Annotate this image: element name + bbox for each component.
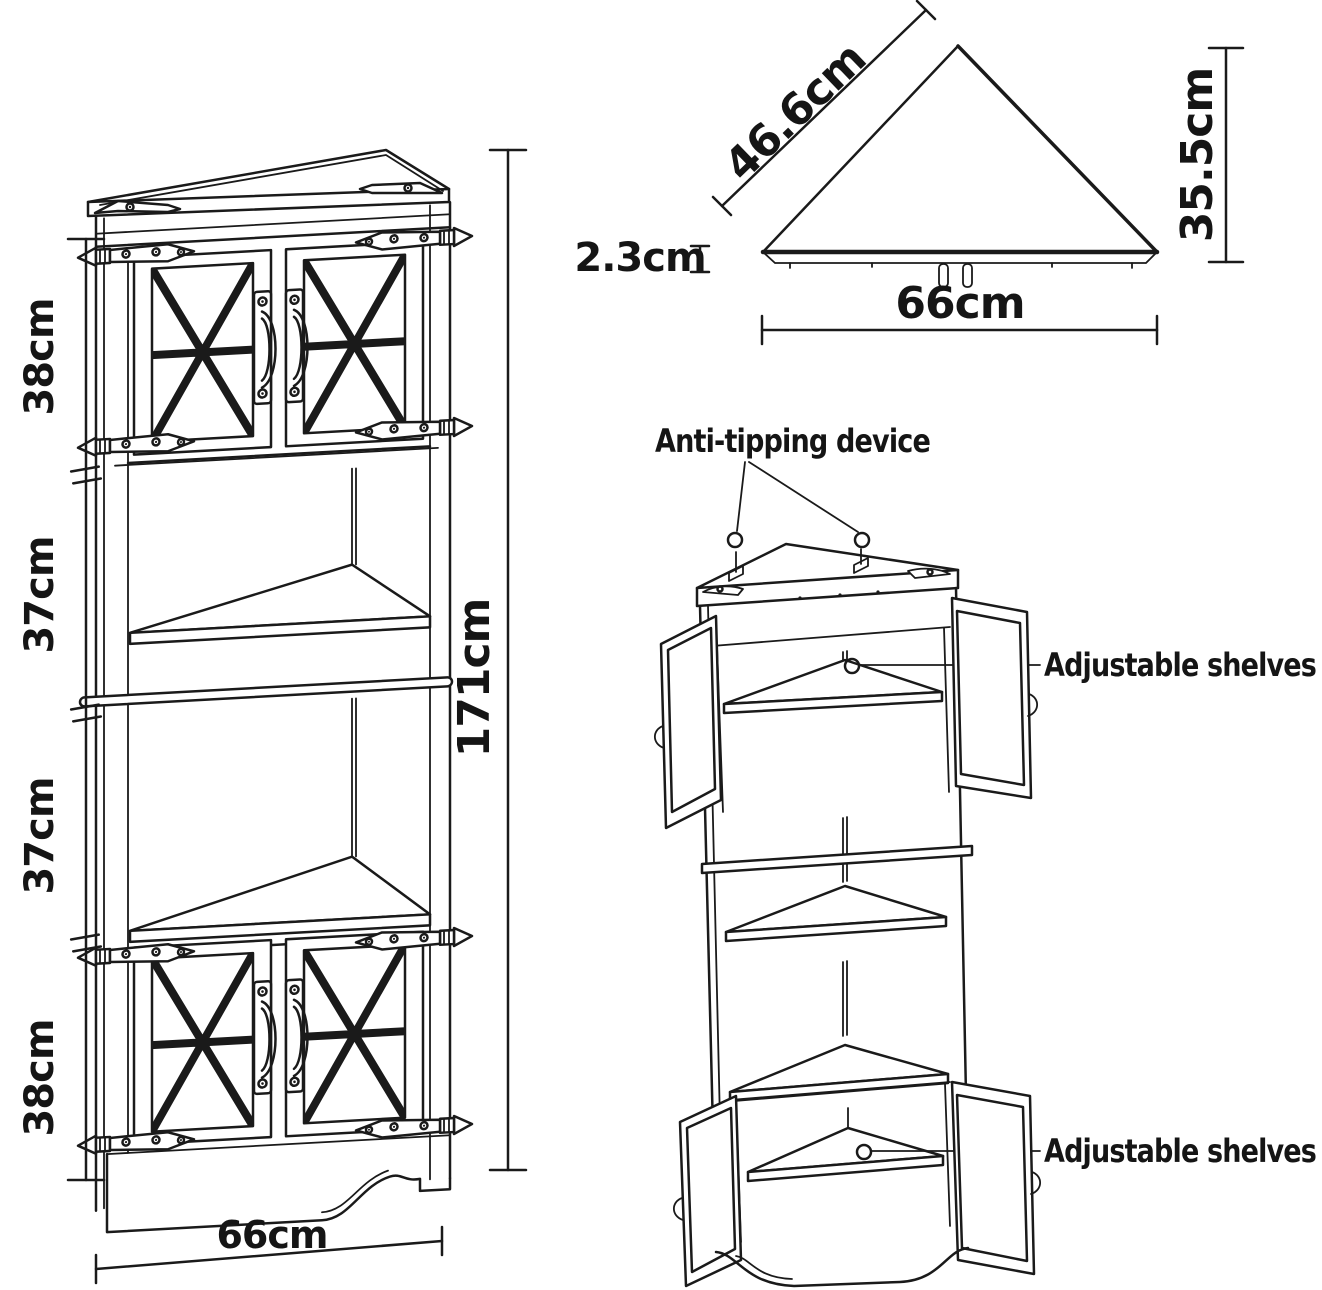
front-width-66-label: 66cm <box>216 1213 327 1257</box>
door-handle <box>252 979 277 1096</box>
segment-37-lower-label: 37cm <box>17 777 63 894</box>
door-handle <box>252 289 277 406</box>
persp-shelf-rail <box>700 844 974 875</box>
persp-top-compartment <box>722 650 1041 715</box>
persp-top-doors-open <box>653 596 1039 830</box>
top-view: 46.6cm 35.5cm 2.3cm 66cm <box>574 0 1245 346</box>
door-handle <box>284 288 309 404</box>
door-edge-handle <box>1027 693 1039 717</box>
door-edge-handle <box>653 725 665 749</box>
front-shelf-rail <box>78 676 454 708</box>
thickness-2-3-label: 2.3cm <box>574 235 705 281</box>
hinge <box>354 1114 474 1139</box>
front-base <box>105 1134 452 1234</box>
hinge <box>76 1131 196 1155</box>
persp-middle-shelves <box>700 816 974 1103</box>
front-bottom-doors <box>76 926 474 1155</box>
shelf-pin-marker <box>855 1143 873 1161</box>
adjustable-shelves-top-label: Adjustable shelves <box>1044 646 1316 684</box>
door-edge-handle <box>1030 1171 1042 1195</box>
height-171-label: 171cm <box>449 599 500 758</box>
anti-tip-peg <box>962 263 973 288</box>
hinge <box>354 416 474 441</box>
front-width-dimension: 66cm <box>94 1213 444 1285</box>
anti-tipping-label: Anti-tipping device <box>655 422 930 460</box>
segment-37-upper-label: 37cm <box>17 536 63 653</box>
adjustable-shelves-bottom-label: Adjustable shelves <box>1044 1132 1316 1170</box>
front-view: 38cm 37cm 37cm 38cm 171cm 66cm <box>17 148 528 1285</box>
depth-35-5-label: 35.5cm <box>1172 68 1223 243</box>
top-depth-dimension: 35.5cm <box>1172 46 1245 264</box>
front-open-shelves <box>78 467 454 944</box>
front-dimensions: 38cm 37cm 37cm 38cm 171cm 66cm <box>17 148 528 1285</box>
hinge <box>354 226 474 251</box>
shelf-pin-marker <box>843 657 861 675</box>
hinge <box>354 926 474 951</box>
hinge <box>76 433 196 457</box>
top-width-66-label: 66cm <box>895 278 1024 329</box>
anti-tipping-callout: Anti-tipping device <box>655 422 931 582</box>
front-top-doors <box>76 226 474 457</box>
segment-38-top-label: 38cm <box>17 298 63 415</box>
segment-38-bottom-label: 38cm <box>17 1019 63 1136</box>
persp-bottom-compartment <box>729 1081 1041 1243</box>
front-total-height-dimension: 171cm <box>449 148 528 1172</box>
front-cabinet-top <box>86 148 451 218</box>
hinge <box>76 243 196 267</box>
perspective-view: Anti-tipping device Adjustable shelves <box>653 422 1317 1288</box>
front-height-segments-dimension: 38cm 37cm 37cm 38cm <box>17 237 106 1182</box>
top-width-dimension: 66cm <box>760 278 1159 346</box>
hinge <box>76 943 196 967</box>
persp-base <box>714 1246 970 1288</box>
anti-tip-peg <box>938 263 949 288</box>
top-thickness-dimension: 2.3cm <box>574 235 711 281</box>
door-handle <box>284 978 309 1094</box>
persp-bottom-doors-open <box>672 1080 1042 1288</box>
door-edge-handle <box>672 1197 684 1221</box>
top-view-shape <box>760 44 1160 288</box>
front-carcass <box>94 200 452 1212</box>
front-cabinet-body <box>76 200 474 1234</box>
